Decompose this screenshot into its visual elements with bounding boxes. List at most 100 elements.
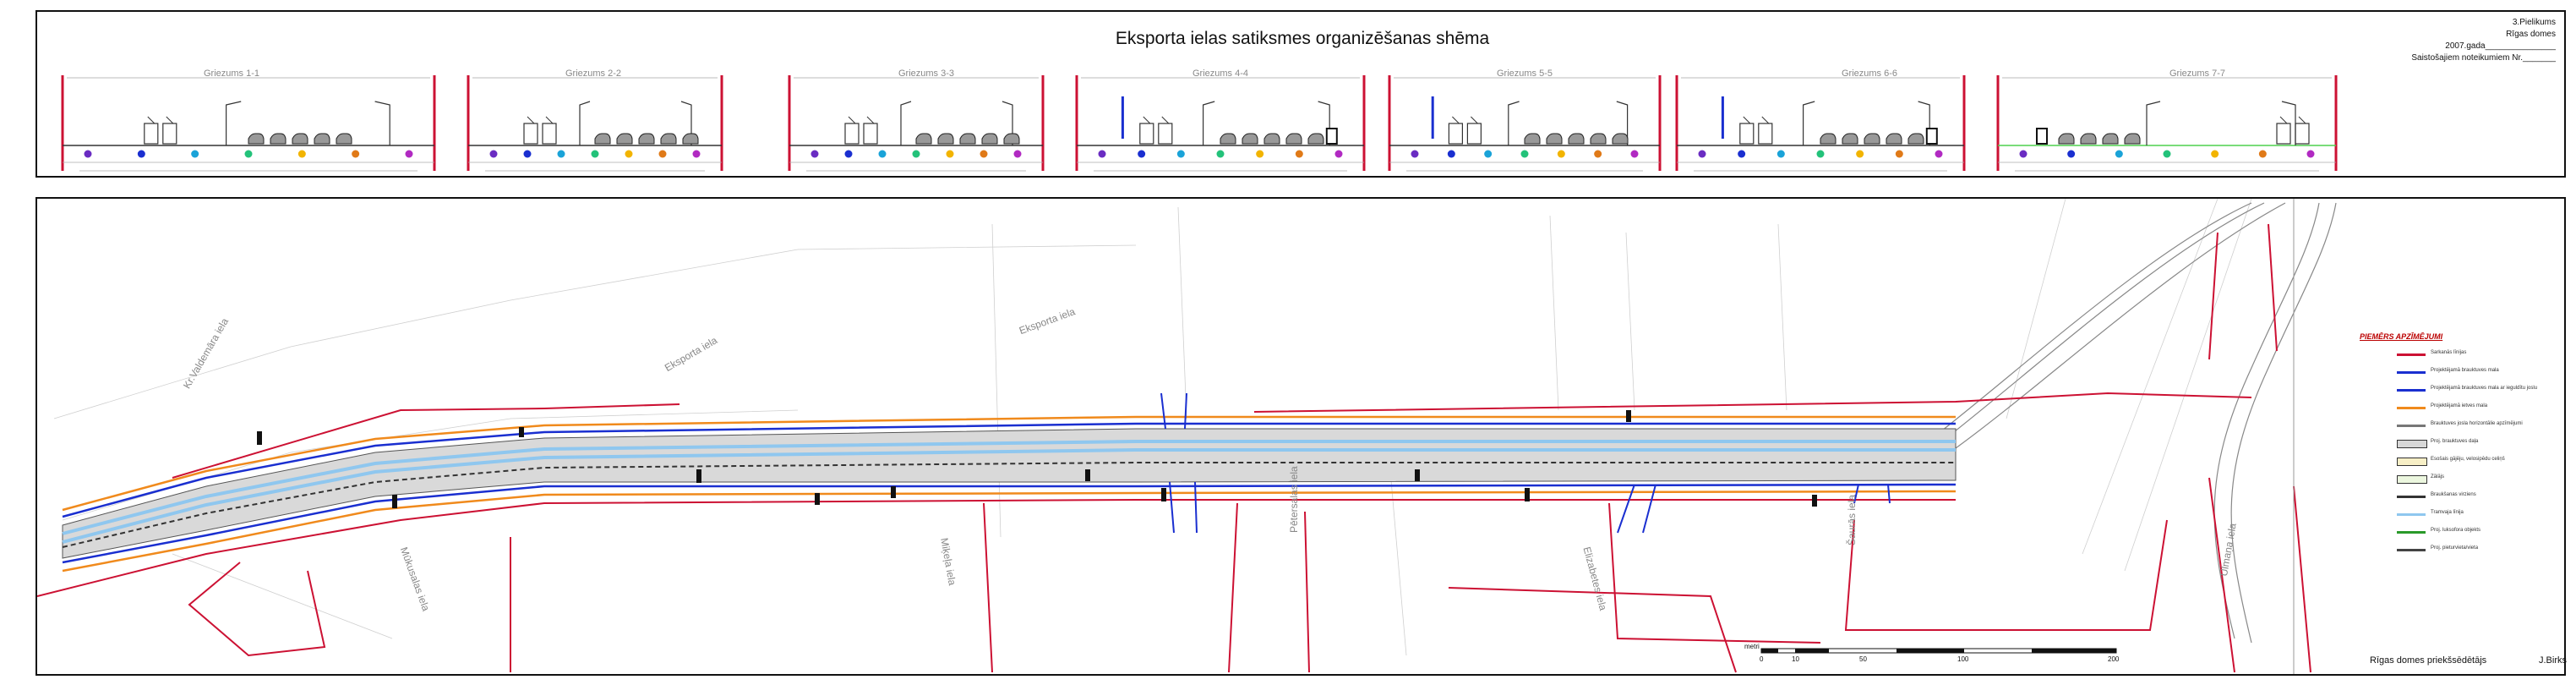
utility-marker <box>1013 150 1022 158</box>
scale-bar <box>1760 648 2117 654</box>
utility-marker <box>1816 150 1825 158</box>
utility-marker <box>523 150 532 158</box>
tram-icon <box>144 123 159 145</box>
section-label-6: Griezums 6-6 <box>1841 68 1898 79</box>
bus-stop-icon <box>1925 128 1938 145</box>
legend-label: Brauktuves josla horizontālie apzīmējumi <box>2431 421 2523 426</box>
legend-item: Brauktuves josla horizontālie apzīmējumi <box>2360 419 2562 435</box>
legend-item: Sarkanās līnijas <box>2360 348 2562 364</box>
utility-marker <box>1738 150 1746 158</box>
tram-icon <box>1739 123 1755 145</box>
approval-stamp: 3.Pielikums Rīgas domes 2007.gada_______… <box>2411 17 2556 64</box>
car-icon <box>1220 133 1236 145</box>
utility-marker <box>244 150 253 158</box>
car-icon <box>937 133 954 145</box>
car-icon <box>314 133 330 145</box>
car-icon <box>1590 133 1607 145</box>
utility-marker <box>2019 150 2028 158</box>
legend-swatch <box>2397 353 2426 356</box>
car-icon <box>2102 133 2119 145</box>
utility-marker <box>1520 150 1529 158</box>
cross-section <box>788 75 1045 172</box>
utility-marker <box>2115 150 2123 158</box>
car-icon <box>682 133 699 145</box>
car-icon <box>1524 133 1541 145</box>
car-icon <box>915 133 932 145</box>
car-icon <box>1907 133 1924 145</box>
stamp-line-4: Saistošajiem noteikumiem Nr._______ <box>2411 53 2556 63</box>
car-icon <box>270 133 287 145</box>
car-icon <box>1820 133 1836 145</box>
car-icon <box>959 133 976 145</box>
section-label-3: Griezums 3-3 <box>898 68 955 79</box>
utility-marker <box>2163 150 2171 158</box>
utility-marker <box>1557 150 1565 158</box>
utility-marker <box>1334 150 1343 158</box>
tram-icon <box>2276 123 2291 145</box>
legend-label: Projektējamā brauktuves mala <box>2431 368 2499 373</box>
street-label-petersalas: Pētersalas iela <box>1288 466 1300 533</box>
car-icon <box>660 133 677 145</box>
legend-swatch <box>2397 440 2427 448</box>
utility-marker <box>591 150 599 158</box>
scale-tick-200: 200 <box>2108 655 2120 663</box>
legend-swatch <box>2397 475 2427 484</box>
tram-icon <box>1448 123 1464 145</box>
scale-tick-50: 50 <box>1859 655 1867 663</box>
utility-marker <box>625 150 633 158</box>
car-icon <box>1886 133 1902 145</box>
tram-icon <box>1158 123 1173 145</box>
cross-section <box>467 75 723 172</box>
road-surface <box>62 428 1957 559</box>
red-lines <box>37 223 2311 673</box>
tram-icon <box>1139 123 1154 145</box>
legend-item: Projektējamā brauktuves mala <box>2360 366 2562 381</box>
utility-marker <box>1698 150 1706 158</box>
legend-label: Sarkanās līnijas <box>2431 350 2467 355</box>
utility-marker <box>1630 150 1639 158</box>
utility-marker <box>1594 150 1602 158</box>
legend-label: Esošais gājēju, velosipēdu celiņš <box>2431 457 2505 462</box>
legend-item: Zālājs <box>2360 473 2562 488</box>
legend-swatch <box>2397 513 2426 516</box>
cross-sections-panel: Eksporta ielas satiksmes organizēšanas s… <box>35 10 2566 178</box>
stamp-line-1: 3.Pielikums <box>2512 18 2556 27</box>
cross-section <box>1388 75 1662 172</box>
tram-icon <box>844 123 860 145</box>
utility-marker <box>1256 150 1264 158</box>
utility-marker <box>297 150 306 158</box>
stamp-line-3: 2007.gada_______________ <box>2445 41 2556 51</box>
utility-marker <box>405 150 413 158</box>
car-icon <box>1263 133 1280 145</box>
car-icon <box>638 133 655 145</box>
utility-marker <box>1776 150 1785 158</box>
legend-item: Proj. luksofora objekts <box>2360 526 2562 541</box>
utility-marker <box>137 150 145 158</box>
cross-section <box>61 75 436 172</box>
legend-swatch <box>2397 425 2426 427</box>
legend-label: Projektējamā brauktuves mala ar ieguldīt… <box>2431 386 2538 391</box>
tram-icon <box>523 123 538 145</box>
utility-marker <box>1856 150 1864 158</box>
cross-section-drawings <box>61 75 2338 172</box>
car-icon <box>981 133 998 145</box>
utility-marker <box>2306 150 2315 158</box>
utility-marker <box>2211 150 2219 158</box>
section-label-7: Griezums 7-7 <box>2169 68 2226 79</box>
utility-marker <box>1411 150 1419 158</box>
utility-marker <box>1484 150 1493 158</box>
legend-item: Tramvaja līnija <box>2360 508 2562 523</box>
utility-marker <box>658 150 667 158</box>
legend-item: Braukšanas virziens <box>2360 490 2562 506</box>
legend-label: Proj. luksofora objekts <box>2431 528 2481 533</box>
utility-marker <box>980 150 988 158</box>
legend-label: Projektējamā ietves mala <box>2431 403 2488 408</box>
cross-section <box>1996 75 2338 172</box>
car-icon <box>594 133 611 145</box>
tram-icon <box>863 123 878 145</box>
footer-signatory-title: Rīgas domes priekšsēdētājs <box>2370 655 2487 666</box>
legend-item: Proj. pieturvieta/vieta <box>2360 544 2562 559</box>
car-icon <box>1612 133 1629 145</box>
scale-unit: metri <box>1744 643 1760 650</box>
